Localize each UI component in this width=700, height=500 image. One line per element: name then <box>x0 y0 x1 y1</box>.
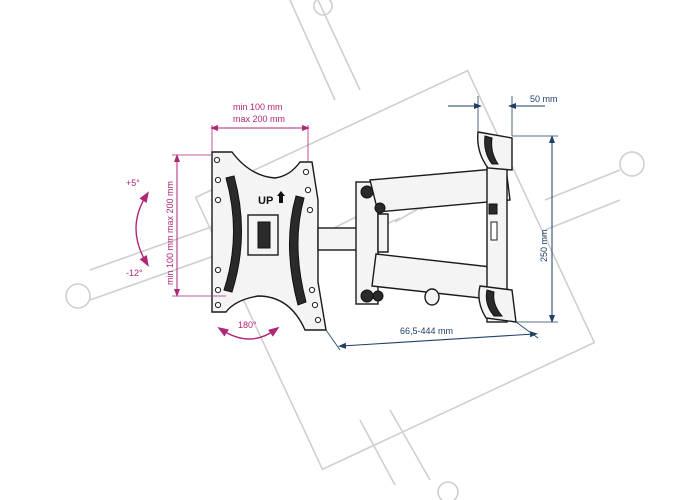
tilt-up-label: +5° <box>126 178 140 188</box>
reach-dimension: 66,5-444 mm <box>325 321 539 351</box>
vesa-height-dimension: min 100 mm max 200 mm <box>165 154 226 297</box>
tilt-indicator: +5° -12° <box>126 178 149 278</box>
vesa-width-min-label: min 100 mm <box>233 102 283 112</box>
arm-assembly <box>317 167 511 306</box>
tilt-down-label: -12° <box>126 268 143 278</box>
wall-plate <box>477 131 517 323</box>
up-arrow-icon <box>277 191 285 203</box>
depth-dimension: 50 mm <box>448 94 558 136</box>
vesa-plate: UP <box>211 151 327 331</box>
wall-plate-height-label: 250 mm <box>539 229 549 262</box>
reach-label: 66,5-444 mm <box>400 326 453 336</box>
depth-label: 50 mm <box>530 94 558 104</box>
vesa-height-label: min 100 mm max 200 mm <box>165 181 175 285</box>
wall-plate-height-dimension: 250 mm <box>512 135 558 323</box>
vesa-width-max-label: max 200 mm <box>233 114 285 124</box>
plate-logo: UP <box>258 195 273 207</box>
rotation-label: 180° <box>238 320 257 330</box>
tilt-arrow <box>135 191 149 267</box>
vesa-width-dimension: min 100 mm max 200 mm <box>210 102 310 162</box>
rotation-arrow <box>217 326 280 340</box>
